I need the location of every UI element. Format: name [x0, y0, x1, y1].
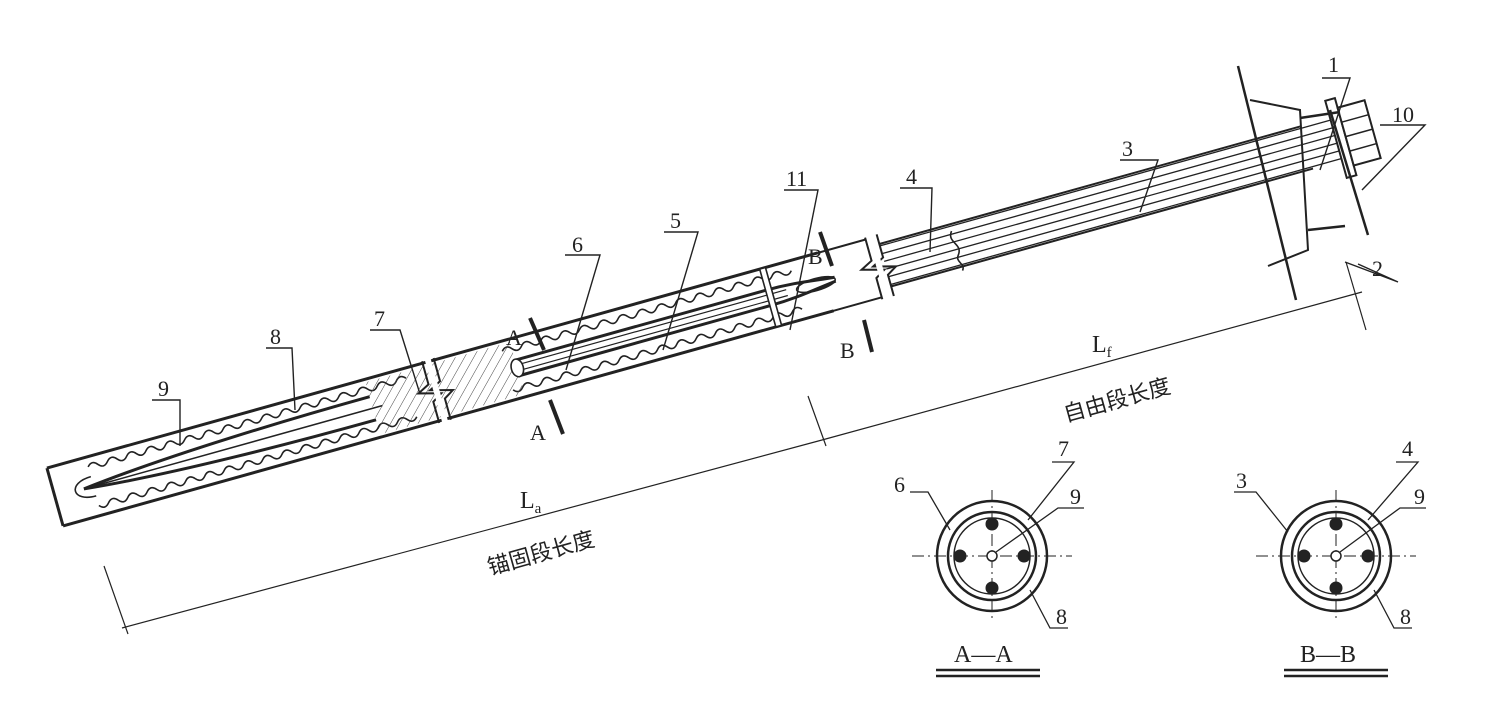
free-length-label: 自由段长度 [1061, 374, 1174, 428]
section-b-bottom: B [840, 338, 855, 363]
la-label: La [520, 488, 542, 517]
section-cut-marks [528, 231, 874, 435]
callout-7: 7 [374, 306, 385, 331]
break-symbol-a [415, 357, 456, 424]
callout-6: 6 [572, 232, 583, 257]
callout-2: 2 [1372, 256, 1383, 281]
sec-bb-callout-4: 4 [1402, 436, 1413, 461]
anchor-body [45, 96, 1382, 528]
grout-pipe-end [510, 358, 525, 378]
sec-aa-callout-7: 7 [1058, 436, 1069, 461]
sec-bb-callout-8: 8 [1400, 604, 1411, 629]
callout-10: 10 [1392, 102, 1414, 127]
borehole-outline-bottom [62, 309, 835, 528]
center-pipe [93, 404, 383, 487]
section-a-top: A [506, 325, 522, 350]
corrugated-sheath-bottom-2 [512, 306, 803, 393]
callout-1: 1 [1328, 52, 1339, 77]
free-section-outline [765, 238, 866, 269]
sec-bb-callout-9: 9 [1414, 484, 1425, 509]
corrugated-sheath-bottom [98, 416, 418, 509]
strand-twist [795, 275, 837, 294]
callout-8: 8 [270, 324, 281, 349]
grout-hatch [365, 341, 525, 435]
free-strands [879, 116, 1352, 286]
callout-4: 4 [906, 164, 917, 189]
sec-aa-callout-9: 9 [1070, 484, 1081, 509]
callout-9: 9 [158, 376, 169, 401]
marker-twist [949, 230, 964, 271]
sec-aa-callout-8: 8 [1056, 604, 1067, 629]
borehole-outline [46, 251, 818, 470]
section-b-top: B [808, 244, 823, 269]
leader-lines [152, 77, 1427, 446]
section-bb-title: B—B [1300, 642, 1356, 668]
sec-bb-callout-3: 3 [1236, 468, 1247, 493]
dimension-lines [103, 261, 1367, 635]
callout-11: 11 [786, 166, 807, 191]
callout-5: 5 [670, 208, 681, 233]
section-a-bottom: A [530, 420, 546, 445]
spacer-11 [758, 266, 783, 328]
section-aa [910, 461, 1084, 678]
tip-cap [74, 475, 97, 499]
anchor-length-label: 锚固段长度 [485, 527, 598, 581]
bearing-wall [1236, 65, 1370, 301]
callout-3: 3 [1122, 136, 1133, 161]
lf-label: Lf [1092, 332, 1112, 361]
corrugated-sheath-top [87, 375, 407, 468]
corrugated-sheath-top-2 [501, 270, 792, 352]
tip-strands [83, 395, 377, 491]
section-bb [1234, 461, 1426, 678]
sec-aa-callout-6: 6 [894, 472, 905, 497]
borehole-tip [45, 467, 65, 527]
section-aa-title: A—A [954, 642, 1013, 668]
